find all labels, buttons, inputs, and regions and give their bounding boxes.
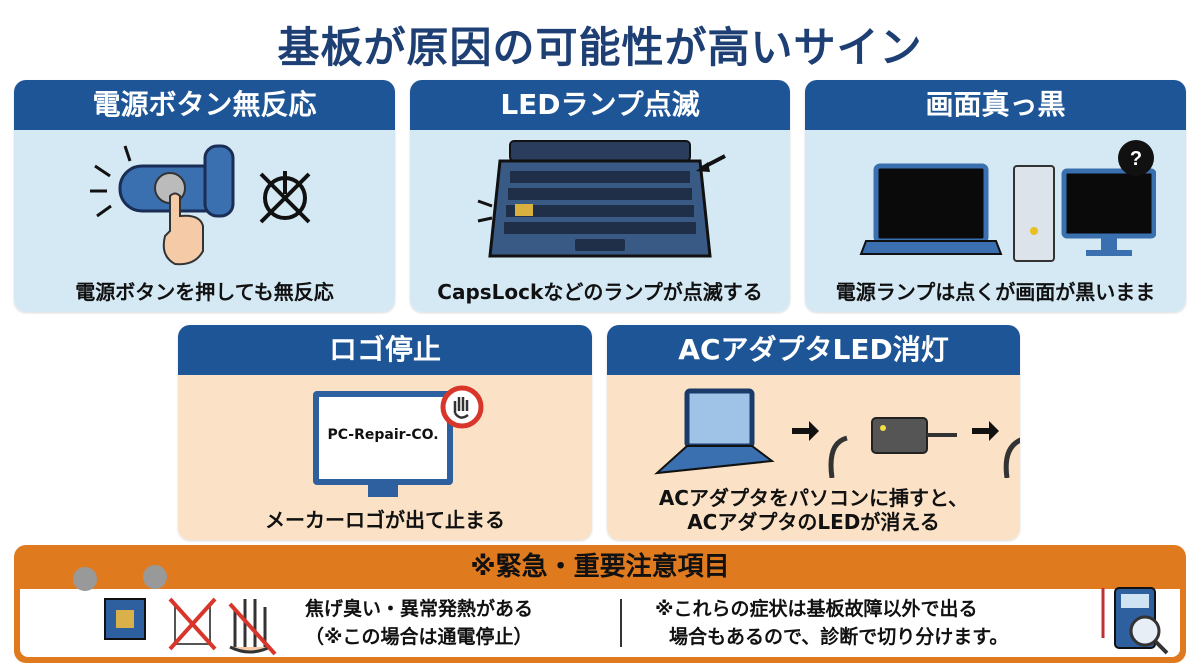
- panel-led-blink: LEDランプ点滅 CapsLockなどのランプが点滅する: [410, 80, 790, 312]
- power-button-press-icon: [89, 144, 310, 266]
- panel-black-screen: 画面真っ黒 ? 電源ランプは点くが画面が黒いまま: [805, 80, 1186, 312]
- black-screen-pcs-icon: ?: [859, 140, 1156, 262]
- caption-line-1: ACアダプタをパソコンに挿すと、: [658, 486, 969, 510]
- multimeter-magnifier-icon: [1101, 587, 1169, 655]
- panel-caption: CapsLockなどのランプが点滅する: [437, 280, 763, 304]
- panel-ac-adapter: ACアダプタLED消灯 ACアダプタをパソコンに挿すと、 ACアダプタのLEDが…: [607, 325, 1020, 540]
- warning-right-line-2: 場合もあるので、診断で切り分けます。: [669, 626, 1009, 648]
- warning-right-text: ※これらの症状は基板故障以外で出る 場合もあるので、診断で切り分けます。: [655, 595, 1008, 651]
- panel-heading: LEDランプ点滅: [410, 80, 790, 130]
- warning-left-line-2: （※この場合は通電停止）: [305, 626, 533, 648]
- panel-heading: ロゴ停止: [178, 325, 592, 375]
- stop-hand-icon: [440, 385, 484, 429]
- warning-section: ※緊急・重要注意項目 焦げ臭い・異常発熱がある （※この場合は通電停止） ※これ…: [14, 545, 1186, 663]
- panel-caption: ACアダプタをパソコンに挿すと、 ACアダプタのLEDが消える: [607, 486, 1020, 534]
- panel-caption: 電源ランプは点くが画面が黒いまま: [835, 280, 1156, 304]
- panel-heading: 電源ボタン無反応: [14, 80, 395, 130]
- divider: [620, 599, 622, 647]
- panel-logo-freeze: ロゴ停止 PC-Repair-CO. メーカーロゴが出て止まる: [178, 325, 592, 540]
- panel-caption: メーカーロゴが出て止まる: [265, 508, 505, 532]
- panel-caption: 電源ボタンを押しても無反応: [75, 280, 334, 304]
- warning-right-line-1: ※これらの症状は基板故障以外で出る: [655, 598, 978, 620]
- logo-text: PC-Repair-CO.: [327, 427, 439, 443]
- overheat-chip-icon: [73, 565, 277, 656]
- panel-power-button: 電源ボタン無反応 電源ボタンを押しても無反応: [14, 80, 395, 312]
- svg-text:?: ?: [1129, 148, 1141, 170]
- panel-heading: 画面真っ黒: [805, 80, 1186, 130]
- caption-line-2: ACアダプタのLEDが消える: [687, 510, 940, 534]
- page-title: 基板が原因の可能性が高いサイン: [277, 23, 923, 72]
- warning-left-text: 焦げ臭い・異常発熱がある （※この場合は通電停止）: [305, 595, 533, 651]
- warning-heading: ※緊急・重要注意項目: [470, 552, 730, 582]
- warning-left-line-1: 焦げ臭い・異常発熱がある: [305, 598, 534, 620]
- monitor-screen: PC-Repair-CO.: [313, 391, 453, 485]
- laptop-keyboard-icon: [477, 140, 726, 258]
- adapter-sequence-icon: [654, 388, 1020, 478]
- monitor-stand: [368, 485, 398, 497]
- panel-heading: ACアダプタLED消灯: [607, 325, 1020, 375]
